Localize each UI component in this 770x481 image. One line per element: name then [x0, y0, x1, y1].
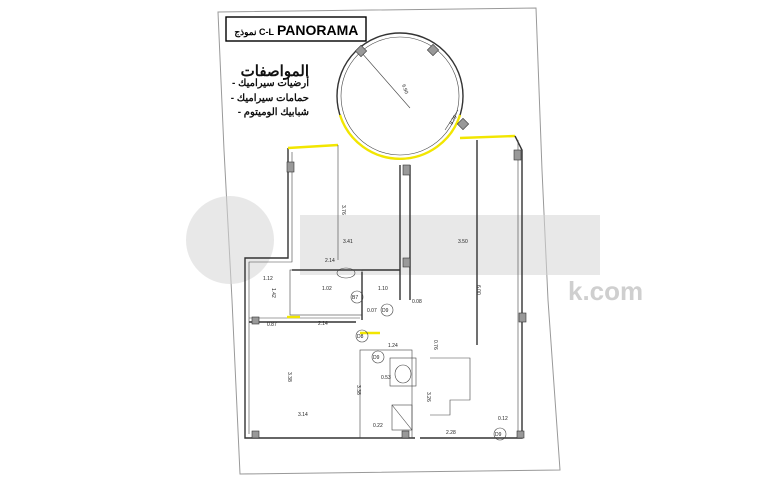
dim-label: 2.28	[446, 430, 456, 436]
dim-label: 8.79	[449, 114, 459, 126]
dim-label: 1.10	[378, 286, 388, 292]
dim-label: 2.14	[318, 321, 328, 327]
dim-label: 6.90	[400, 84, 409, 95]
dim-label: 3.76	[340, 205, 346, 215]
dim-label: 1.02	[322, 286, 332, 292]
room-tag: D9	[373, 355, 380, 361]
room-tag: D8	[357, 334, 364, 340]
dim-label: 0.87	[267, 322, 277, 328]
room-tags: B7 D9 D8 D9 D9	[350, 290, 507, 441]
dim-label: 0.08	[412, 299, 422, 305]
room-tag: D9	[382, 308, 389, 314]
walls	[244, 134, 523, 439]
columns	[251, 149, 527, 439]
dim-label: 0.12	[498, 416, 508, 422]
dim-label: 1.42	[270, 288, 276, 298]
dim-label: 0.22	[373, 423, 383, 429]
spec-item: - أرضيات سيراميك	[232, 76, 309, 89]
watermark-text: k.com	[568, 276, 643, 306]
dim-label: 3.26	[425, 392, 431, 402]
dim-label: 6.00	[475, 285, 481, 295]
dim-label: 3.50	[458, 239, 468, 245]
dim-label: 1.24	[388, 343, 398, 349]
dim-label: 0.76	[432, 340, 438, 350]
dim-label: 2.14	[325, 258, 335, 264]
dim-label: 1.12	[263, 276, 273, 282]
dim-label: 0.53	[381, 375, 391, 381]
round-balcony	[336, 32, 470, 160]
plan-title: PANORAMA	[277, 22, 358, 38]
room-tag: B7	[352, 295, 358, 301]
dim-label: 3.38	[286, 372, 292, 382]
spec-item: - حمامات سيراميك	[231, 93, 309, 104]
dim-label: 3.38	[355, 385, 361, 395]
dim-label: 3.41	[343, 239, 353, 245]
specs-heading: المواصفات	[241, 63, 309, 80]
spec-item: - شبابيك الوميتوم	[238, 107, 309, 118]
dim-label: 3.14	[298, 412, 308, 418]
room-tag: D9	[495, 432, 502, 438]
dimension-labels: 3.41 3.50 2.14 3.76 1.12 1.42 0.87 2.14 …	[263, 84, 508, 436]
dim-label: 0.07	[367, 308, 377, 314]
plan-model: نموذج C-L	[234, 27, 274, 38]
title-box	[225, 16, 367, 42]
